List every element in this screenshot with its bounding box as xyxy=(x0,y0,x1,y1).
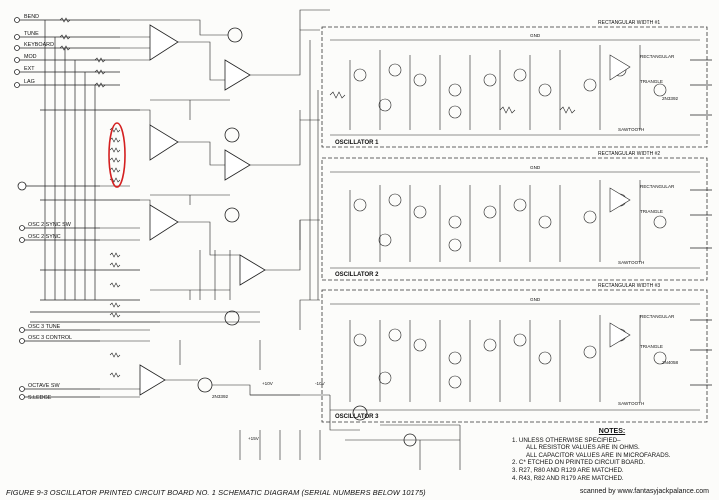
figure-caption: FIGURE 9-3 OSCILLATOR PRINTED CIRCUIT BO… xyxy=(6,488,426,497)
rect-width-labels: RECTANGULAR WIDTH #1 RECTANGULAR WIDTH #… xyxy=(598,20,660,289)
note-line-3: ALL CAPACITOR VALUES ARE IN MICROFARADS. xyxy=(526,451,671,459)
scan-credit: scanned by www.fantasyjackpalance.com xyxy=(579,488,709,495)
input-label-mod: MOD xyxy=(24,54,37,60)
op-amps xyxy=(139,24,266,396)
transistor-label-1: 2N3392 xyxy=(662,96,679,101)
left-transistors xyxy=(197,27,417,447)
output-label-rect-1: RECTANGULAR xyxy=(640,54,675,59)
rail-gnd-1: GND xyxy=(530,33,541,38)
oscillator-2-circuit xyxy=(330,171,700,269)
output-label-saw-1: SAWTOOTH xyxy=(618,127,644,132)
input-label-octave-sw: OCTAVE SW xyxy=(28,383,60,389)
output-label-tri-2: TRIANGLE xyxy=(640,209,663,214)
input-labels: BEND TUNE KEYBOARD MOD EXT LAG OSC 2 SYN… xyxy=(24,14,72,401)
notes-block: NOTES: 1. UNLESS OTHERWISE SPECIFIED– AL… xyxy=(512,428,712,482)
rect-width-label-3: RECTANGULAR WIDTH #3 xyxy=(598,283,660,289)
rail-gnd-2: GND xyxy=(530,165,541,170)
note-line-1: 1. UNLESS OTHERWISE SPECIFIED– xyxy=(512,436,621,444)
output-label-rect-3: RECTANGULAR xyxy=(640,314,675,319)
input-label-bend: BEND xyxy=(24,14,39,20)
rect-width-label-2: RECTANGULAR WIDTH #2 xyxy=(598,151,660,157)
oscillator-1-circuit xyxy=(329,39,700,136)
output-label-saw-2: SAWTOOTH xyxy=(618,260,644,265)
rail-plus15: +15V xyxy=(248,436,260,441)
output-label-saw-3: SAWTOOTH xyxy=(618,401,644,406)
note-line-5: 3. R27, R80 AND R129 ARE MATCHED. xyxy=(512,466,624,474)
input-label-ext: EXT xyxy=(24,66,35,72)
resistors xyxy=(59,17,121,378)
input-lines xyxy=(20,19,160,398)
input-label-keyboard: KEYBOARD xyxy=(24,42,54,48)
highlight-ellipse xyxy=(108,122,126,188)
note-line-4: 2. C* ETCHED ON PRINTED CIRCUIT BOARD. xyxy=(512,459,645,467)
section-label-osc1: OSCILLATOR 1 xyxy=(335,140,379,146)
input-label-lag: LAG xyxy=(24,79,35,85)
output-label-tri-1: TRIANGLE xyxy=(640,79,663,84)
output-label-rect-2: RECTANGULAR xyxy=(640,184,675,189)
section-label-osc3: OSCILLATOR 3 xyxy=(335,414,379,420)
input-label-sledge: S.LEDGE xyxy=(28,395,52,401)
input-label-osc3-tune: OSC 3 TUNE xyxy=(28,324,61,330)
section-labels: OSCILLATOR 1 OSCILLATOR 2 OSCILLATOR 3 xyxy=(335,140,379,420)
section-label-osc2: OSCILLATOR 2 xyxy=(335,272,379,278)
note-line-2: ALL RESISTOR VALUES ARE IN OHMS. xyxy=(526,444,640,452)
center-wiring xyxy=(100,9,461,470)
output-arrows xyxy=(690,59,712,386)
input-label-osc2-sync: OSC 2 SYNC xyxy=(28,234,61,240)
oscillator-3-circuit xyxy=(330,303,700,411)
transistor-label-2: 2N4058 xyxy=(662,360,679,365)
input-terminals xyxy=(14,17,27,400)
input-label-osc2-sync-sw: OSC 2 SYNC SW xyxy=(28,222,72,228)
rect-width-label-1: RECTANGULAR WIDTH #1 xyxy=(598,20,660,26)
note-line-6: 4. R43, R82 AND R179 ARE MATCHED. xyxy=(512,474,624,482)
output-label-tri-3: TRIANGLE xyxy=(640,344,663,349)
rail-labels: GND GND GND +10V -10V +15V 2N3392 2N4058… xyxy=(212,33,679,441)
input-label-tune: TUNE xyxy=(24,31,39,37)
transistor-label-3: 2N3392 xyxy=(212,394,229,399)
rail-minus10: -10V xyxy=(315,381,326,386)
input-label-osc3-control: OSC 3 CONTROL xyxy=(28,335,72,341)
notes-title: NOTES: xyxy=(598,428,626,435)
oscillator-boxes xyxy=(321,26,708,423)
output-labels: RECTANGULAR TRIANGLE SAWTOOTH RECTANGULA… xyxy=(618,54,675,406)
rail-plus10: +10V xyxy=(262,381,274,386)
rail-gnd-3: GND xyxy=(530,297,541,302)
